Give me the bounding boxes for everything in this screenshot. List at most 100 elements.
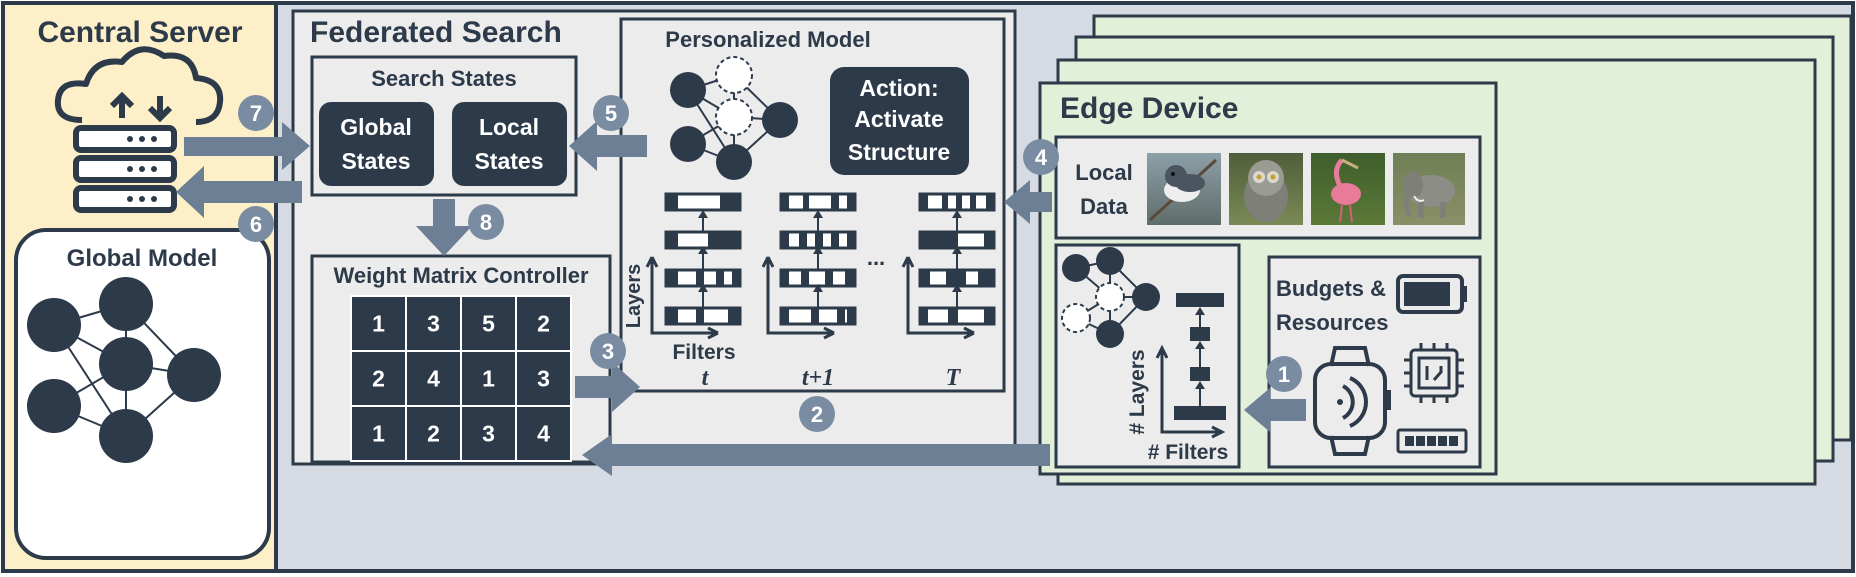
badge-4: 4 — [1035, 145, 1048, 170]
matrix-cell-value: 4 — [427, 366, 440, 392]
badge-2: 2 — [811, 402, 823, 427]
active-filter-block — [666, 232, 678, 248]
arrow-4-from-local-data — [1004, 180, 1052, 224]
bird-photo — [1147, 153, 1221, 225]
badge-5: 5 — [605, 101, 617, 126]
active-filter-block — [825, 270, 833, 286]
matrix-cell-value: 1 — [372, 311, 385, 337]
local-data-line2: Data — [1080, 194, 1128, 219]
edge-device-title: Edge Device — [1060, 92, 1238, 125]
local-states-box — [452, 102, 567, 186]
arrow-7-to-search-states — [184, 122, 310, 170]
plot-ellipsis: ... — [867, 245, 885, 270]
active-filter-block — [781, 232, 789, 248]
active-filter-block — [920, 232, 958, 248]
weight-matrix-title: Weight Matrix Controller — [333, 263, 588, 288]
global-states-line2: States — [341, 148, 410, 174]
active-filter-block — [831, 194, 839, 210]
arrow-2-to-weight-matrix — [582, 434, 1050, 476]
matrix-cell — [517, 407, 570, 460]
active-filter-block — [831, 232, 839, 248]
active-filter-block — [666, 194, 678, 210]
active-filter-block — [920, 194, 928, 210]
active-filter-block — [732, 270, 740, 286]
active-filter-block — [970, 194, 976, 210]
smartwatch-icon — [1313, 346, 1391, 456]
badge-3: 3 — [602, 339, 614, 364]
layer-bar — [779, 268, 857, 288]
edge-architecture-box — [1054, 243, 1241, 469]
matrix-cell-value: 1 — [482, 366, 495, 392]
battery-icon — [1396, 274, 1467, 314]
badge-6: 6 — [250, 212, 262, 237]
matrix-cell — [517, 352, 570, 405]
action-line1: Action: — [859, 75, 938, 101]
active-filter-block — [781, 194, 789, 210]
active-filter-block — [948, 308, 958, 324]
matrix-cell-value: 2 — [372, 366, 385, 392]
active-filter-block — [666, 308, 678, 324]
active-filter-block — [946, 270, 966, 286]
badge-8: 8 — [480, 210, 492, 235]
active-filter-block — [801, 270, 809, 286]
action-line2: Activate — [854, 106, 943, 132]
active-filter-block — [920, 270, 930, 286]
active-filter-block — [811, 308, 819, 324]
active-filter-block — [803, 194, 809, 210]
matrix-cell — [352, 407, 405, 460]
cloud-server-icon — [54, 46, 224, 213]
active-filter-block — [984, 308, 994, 324]
active-filter-block — [847, 308, 855, 324]
edge-network-icon — [1061, 247, 1160, 348]
search-states-box: Search States Global States Local States — [310, 55, 578, 197]
matrix-cell — [517, 297, 570, 350]
global-model-network — [27, 277, 221, 463]
active-filter-block — [984, 232, 994, 248]
plot-connector-heads — [698, 210, 962, 292]
flow-arrows — [176, 121, 1306, 476]
active-filter-block — [956, 194, 962, 210]
matrix-cell-value: 2 — [427, 421, 440, 447]
arrow-3-to-filter-plots — [575, 362, 640, 412]
active-filter-block — [847, 232, 855, 248]
local-states-line2: States — [474, 148, 543, 174]
step-label-t-plus-1: t+1 — [802, 365, 834, 391]
edge-architecture-plot — [1155, 293, 1226, 439]
memory-module-icon — [1396, 428, 1468, 454]
arrow-8-to-weight-matrix — [416, 199, 472, 256]
central-server-title: Central Server — [37, 16, 242, 49]
edge-plot-x-label: # Filters — [1148, 441, 1229, 464]
active-filter-block — [942, 194, 948, 210]
matrix-cell-value: 2 — [537, 311, 550, 337]
step-label-T: T — [946, 365, 962, 391]
active-filter-block — [986, 194, 994, 210]
active-filter-block — [781, 308, 789, 324]
matrix-cell-value: 3 — [427, 311, 440, 337]
matrix-cell-value: 1 — [372, 421, 385, 447]
global-states-box — [319, 102, 434, 186]
local-data-line1: Local — [1075, 160, 1132, 185]
plot-y-label: Layers — [623, 264, 645, 329]
matrix-cell-value: 5 — [482, 311, 495, 337]
matrix-cell-value: 4 — [537, 421, 550, 447]
active-filter-block — [845, 270, 855, 286]
active-filter-block — [781, 270, 789, 286]
filter-plots: Layers Filters ... t t+1 T — [623, 192, 996, 391]
owl-photo — [1229, 153, 1303, 225]
badge-1: 1 — [1278, 362, 1290, 387]
active-filter-block — [696, 270, 704, 286]
matrix-cell — [352, 297, 405, 350]
matrix-cell — [462, 407, 515, 460]
global-model-title: Global Model — [67, 245, 218, 272]
step-label-t: t — [702, 365, 710, 391]
badge-7: 7 — [250, 101, 262, 126]
matrix-cell — [407, 297, 460, 350]
active-filter-block — [847, 194, 855, 210]
action-box — [830, 67, 969, 175]
spoonbill-photo — [1311, 153, 1385, 225]
active-filter-block — [815, 232, 823, 248]
local-states-line1: Local — [479, 114, 539, 140]
matrix-cell — [407, 407, 460, 460]
federated-search-title: Federated Search — [310, 16, 562, 49]
